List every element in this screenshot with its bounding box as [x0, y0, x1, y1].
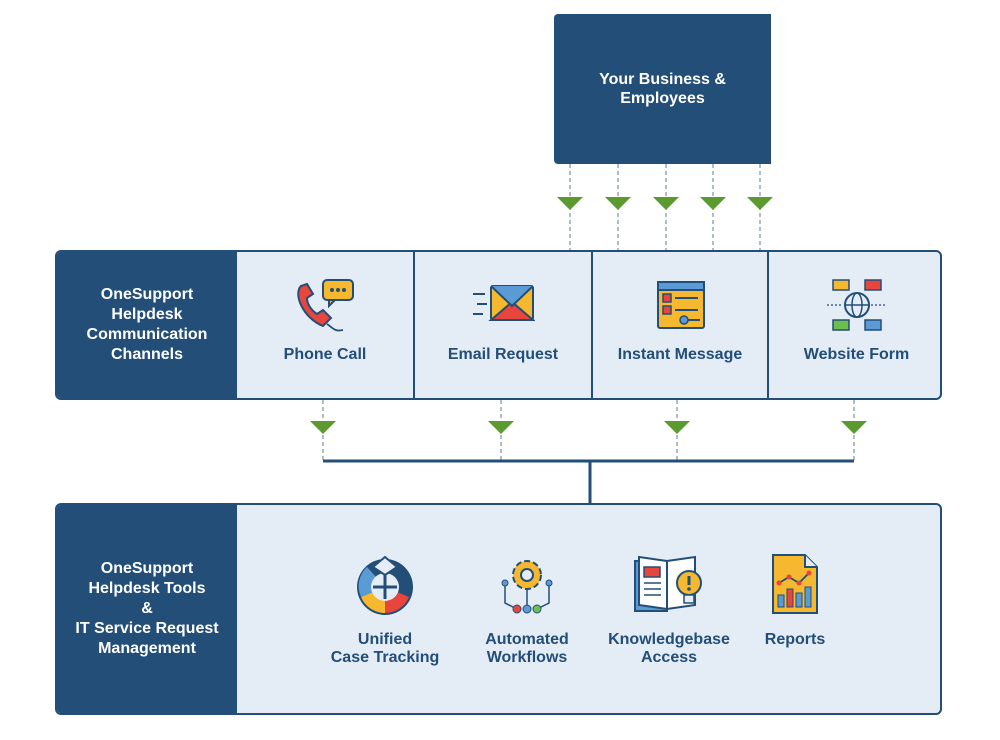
tool-automated-workflows: Automated Workflows [457, 553, 597, 667]
report-chart-icon [772, 554, 818, 614]
channel-phone-call: Phone Call [235, 252, 413, 398]
tool-label: Automated Workflows [485, 631, 569, 666]
tool-reports: Reports [725, 553, 865, 649]
channels-panel: OneSupport Helpdesk Communication Channe… [55, 250, 942, 400]
tools-panel: OneSupport Helpdesk Tools & IT Service R… [55, 503, 942, 715]
tool-label: Reports [764, 631, 826, 648]
arrow-down-icon [747, 197, 773, 210]
arrow-down-icon [653, 197, 679, 210]
tool-label: Unified Case Tracking [330, 631, 440, 666]
business-box: Your Business & Employees [554, 14, 771, 164]
chat-app-icon [657, 281, 705, 329]
channel-label: Phone Call [283, 346, 367, 363]
channel-email-request: Email Request [413, 252, 591, 398]
arrow-down-icon [700, 197, 726, 210]
channel-website-form: Website Form [767, 252, 940, 398]
website-form-icon [826, 279, 887, 331]
target-icon [357, 555, 413, 615]
email-icon [473, 285, 535, 321]
channels-label: OneSupport Helpdesk Communication Channe… [57, 252, 237, 398]
arrow-down-icon [310, 421, 336, 434]
arrow-down-icon [488, 421, 514, 434]
arrow-down-icon [557, 197, 583, 210]
channel-label: Instant Message [617, 346, 743, 363]
gear-network-icon [501, 560, 553, 614]
arrow-down-icon [841, 421, 867, 434]
tool-label: Knowledgebase Access [608, 631, 730, 666]
arrow-down-icon [664, 421, 690, 434]
phone-icon [297, 279, 354, 332]
tool-unified-case-tracking: Unified Case Tracking [315, 553, 455, 667]
tools-label: OneSupport Helpdesk Tools & IT Service R… [57, 505, 237, 713]
tool-knowledgebase-access: Knowledgebase Access [599, 553, 739, 667]
channel-label: Website Form [803, 346, 910, 363]
business-title: Your Business & Employees [599, 71, 726, 107]
book-idea-icon [634, 555, 702, 612]
arrow-down-icon [605, 197, 631, 210]
channel-label: Email Request [447, 346, 559, 363]
channel-instant-message: Instant Message [591, 252, 767, 398]
